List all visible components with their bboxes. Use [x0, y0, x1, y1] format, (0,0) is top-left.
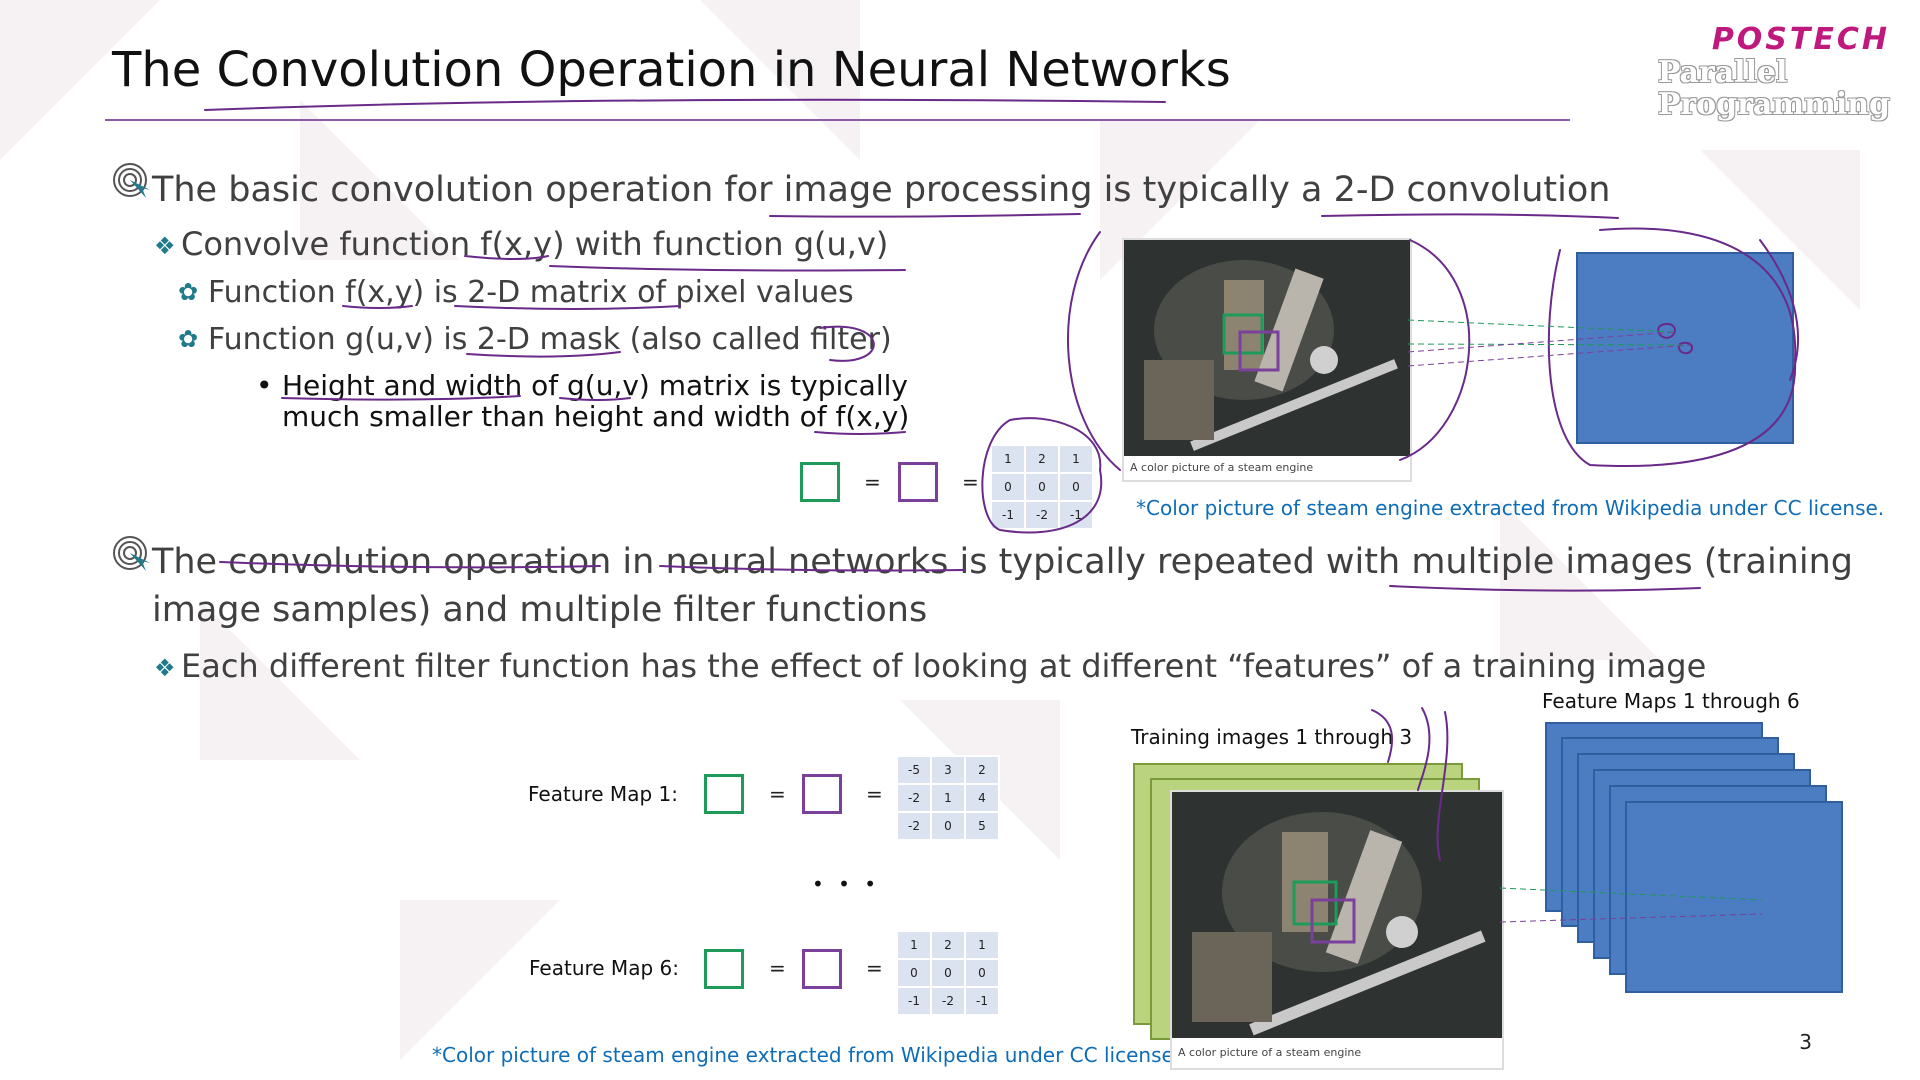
bullet-1: The basic convolution operation for imag… — [152, 170, 1611, 210]
equals-sign: = — [769, 782, 786, 806]
matrix-cell: 3 — [930, 755, 966, 785]
ellipsis: • • • — [812, 872, 881, 896]
logo-line-1: Parallel — [1657, 55, 1788, 90]
matrix-cell: -1 — [1058, 500, 1094, 530]
matrix-cell: 2 — [964, 755, 1000, 785]
matrix-cell: 0 — [964, 958, 1000, 988]
bullet-level1-icon-2 — [112, 535, 152, 581]
filter-purple-square — [898, 462, 938, 502]
feature-map-6-label: Feature Map 6: — [529, 956, 679, 980]
bullet-1a1: Function f(x,y) is 2-D matrix of pixel v… — [208, 275, 854, 310]
bullet-1a2a-line1: Height and width of g(u,v) matrix is typ… — [282, 369, 908, 402]
page-number: 3 — [1799, 1030, 1812, 1054]
feature-map-stack-6 — [1625, 801, 1843, 993]
bullet-1a2: Function g(u,v) is 2-D mask (also called… — [208, 322, 892, 357]
filter-green-square — [704, 949, 744, 989]
diamond-cluster-icon: ❖ — [154, 232, 176, 260]
target-cursor-icon — [113, 536, 150, 571]
matrix-cell: 1 — [896, 930, 932, 960]
bullet-2-line2: image samples) and multiple filter funct… — [152, 590, 928, 630]
title-divider — [105, 119, 1570, 121]
equals-sign: = — [866, 956, 883, 980]
gear-icon: ✿ — [178, 278, 199, 306]
matrix-cell: 1 — [930, 783, 966, 813]
matrix-cell: 2 — [930, 930, 966, 960]
steam-engine-photo-bottom: A color picture of a steam engine — [1170, 790, 1504, 1070]
steam-engine-image — [1124, 240, 1410, 456]
feature-map-top — [1576, 252, 1794, 444]
matrix-cell: -2 — [896, 783, 932, 813]
matrix-cell: 0 — [896, 958, 932, 988]
training-images-label: Training images 1 through 3 — [1131, 725, 1413, 749]
photo-caption-top: A color picture of a steam engine — [1124, 456, 1410, 480]
gear-icon: ✿ — [178, 325, 199, 353]
equals-sign: = — [769, 956, 786, 980]
photo-caption-bottom: A color picture of a steam engine — [1172, 1038, 1502, 1068]
bullet-level1-icon-1 — [112, 162, 152, 208]
feature-maps-label: Feature Maps 1 through 6 — [1542, 689, 1800, 713]
logo-line-2: Programming — [1657, 87, 1890, 122]
feature-map-1-label: Feature Map 1: — [528, 782, 678, 806]
diamond-cluster-icon: ❖ — [154, 654, 176, 682]
matrix-cell: 1 — [964, 930, 1000, 960]
bullet-dot: • — [256, 369, 273, 402]
equals-sign: = — [866, 782, 883, 806]
bullet-1a2a-line2: much smaller than height and width of f(… — [282, 400, 910, 433]
matrix-cell: 4 — [964, 783, 1000, 813]
filter-purple-square — [802, 949, 842, 989]
matrix-cell: 0 — [1024, 472, 1060, 502]
matrix-cell: 1 — [1058, 444, 1094, 474]
filter-green-square — [704, 774, 744, 814]
matrix-cell: 2 — [1024, 444, 1060, 474]
logo: POSTECH Parallel Programming — [1658, 22, 1890, 121]
matrix-cell: -1 — [896, 986, 932, 1016]
matrix-cell: 0 — [930, 811, 966, 841]
matrix-cell: 0 — [1058, 472, 1094, 502]
target-cursor-icon — [113, 163, 150, 198]
filter-green-square — [800, 462, 840, 502]
bullet-1a: Convolve function f(x,y) with function g… — [181, 225, 889, 263]
source-note-bottom: *Color picture of steam engine extracted… — [432, 1043, 1181, 1067]
bullet-2a: Each different filter function has the e… — [181, 647, 1707, 685]
equals-sign: = — [864, 470, 881, 494]
matrix-cell: -1 — [990, 500, 1026, 530]
matrix-cell: 0 — [990, 472, 1026, 502]
logo-brand: POSTECH — [1711, 22, 1890, 57]
bullet-2-line1: The convolution operation in neural netw… — [152, 542, 1853, 582]
matrix-cell: -2 — [930, 986, 966, 1016]
matrix-cell: -1 — [964, 986, 1000, 1016]
matrix-cell: -5 — [896, 755, 932, 785]
equals-sign: = — [962, 470, 979, 494]
steam-engine-image — [1172, 792, 1502, 1038]
matrix-cell: 1 — [990, 444, 1026, 474]
matrix-cell: -2 — [896, 811, 932, 841]
matrix-cell: 0 — [930, 958, 966, 988]
matrix-cell: -2 — [1024, 500, 1060, 530]
filter-purple-square — [802, 774, 842, 814]
source-note-top: *Color picture of steam engine extracted… — [1136, 496, 1885, 520]
page-title: The Convolution Operation in Neural Netw… — [112, 42, 1231, 98]
steam-engine-photo-top: A color picture of a steam engine — [1122, 238, 1412, 482]
matrix-cell: 5 — [964, 811, 1000, 841]
